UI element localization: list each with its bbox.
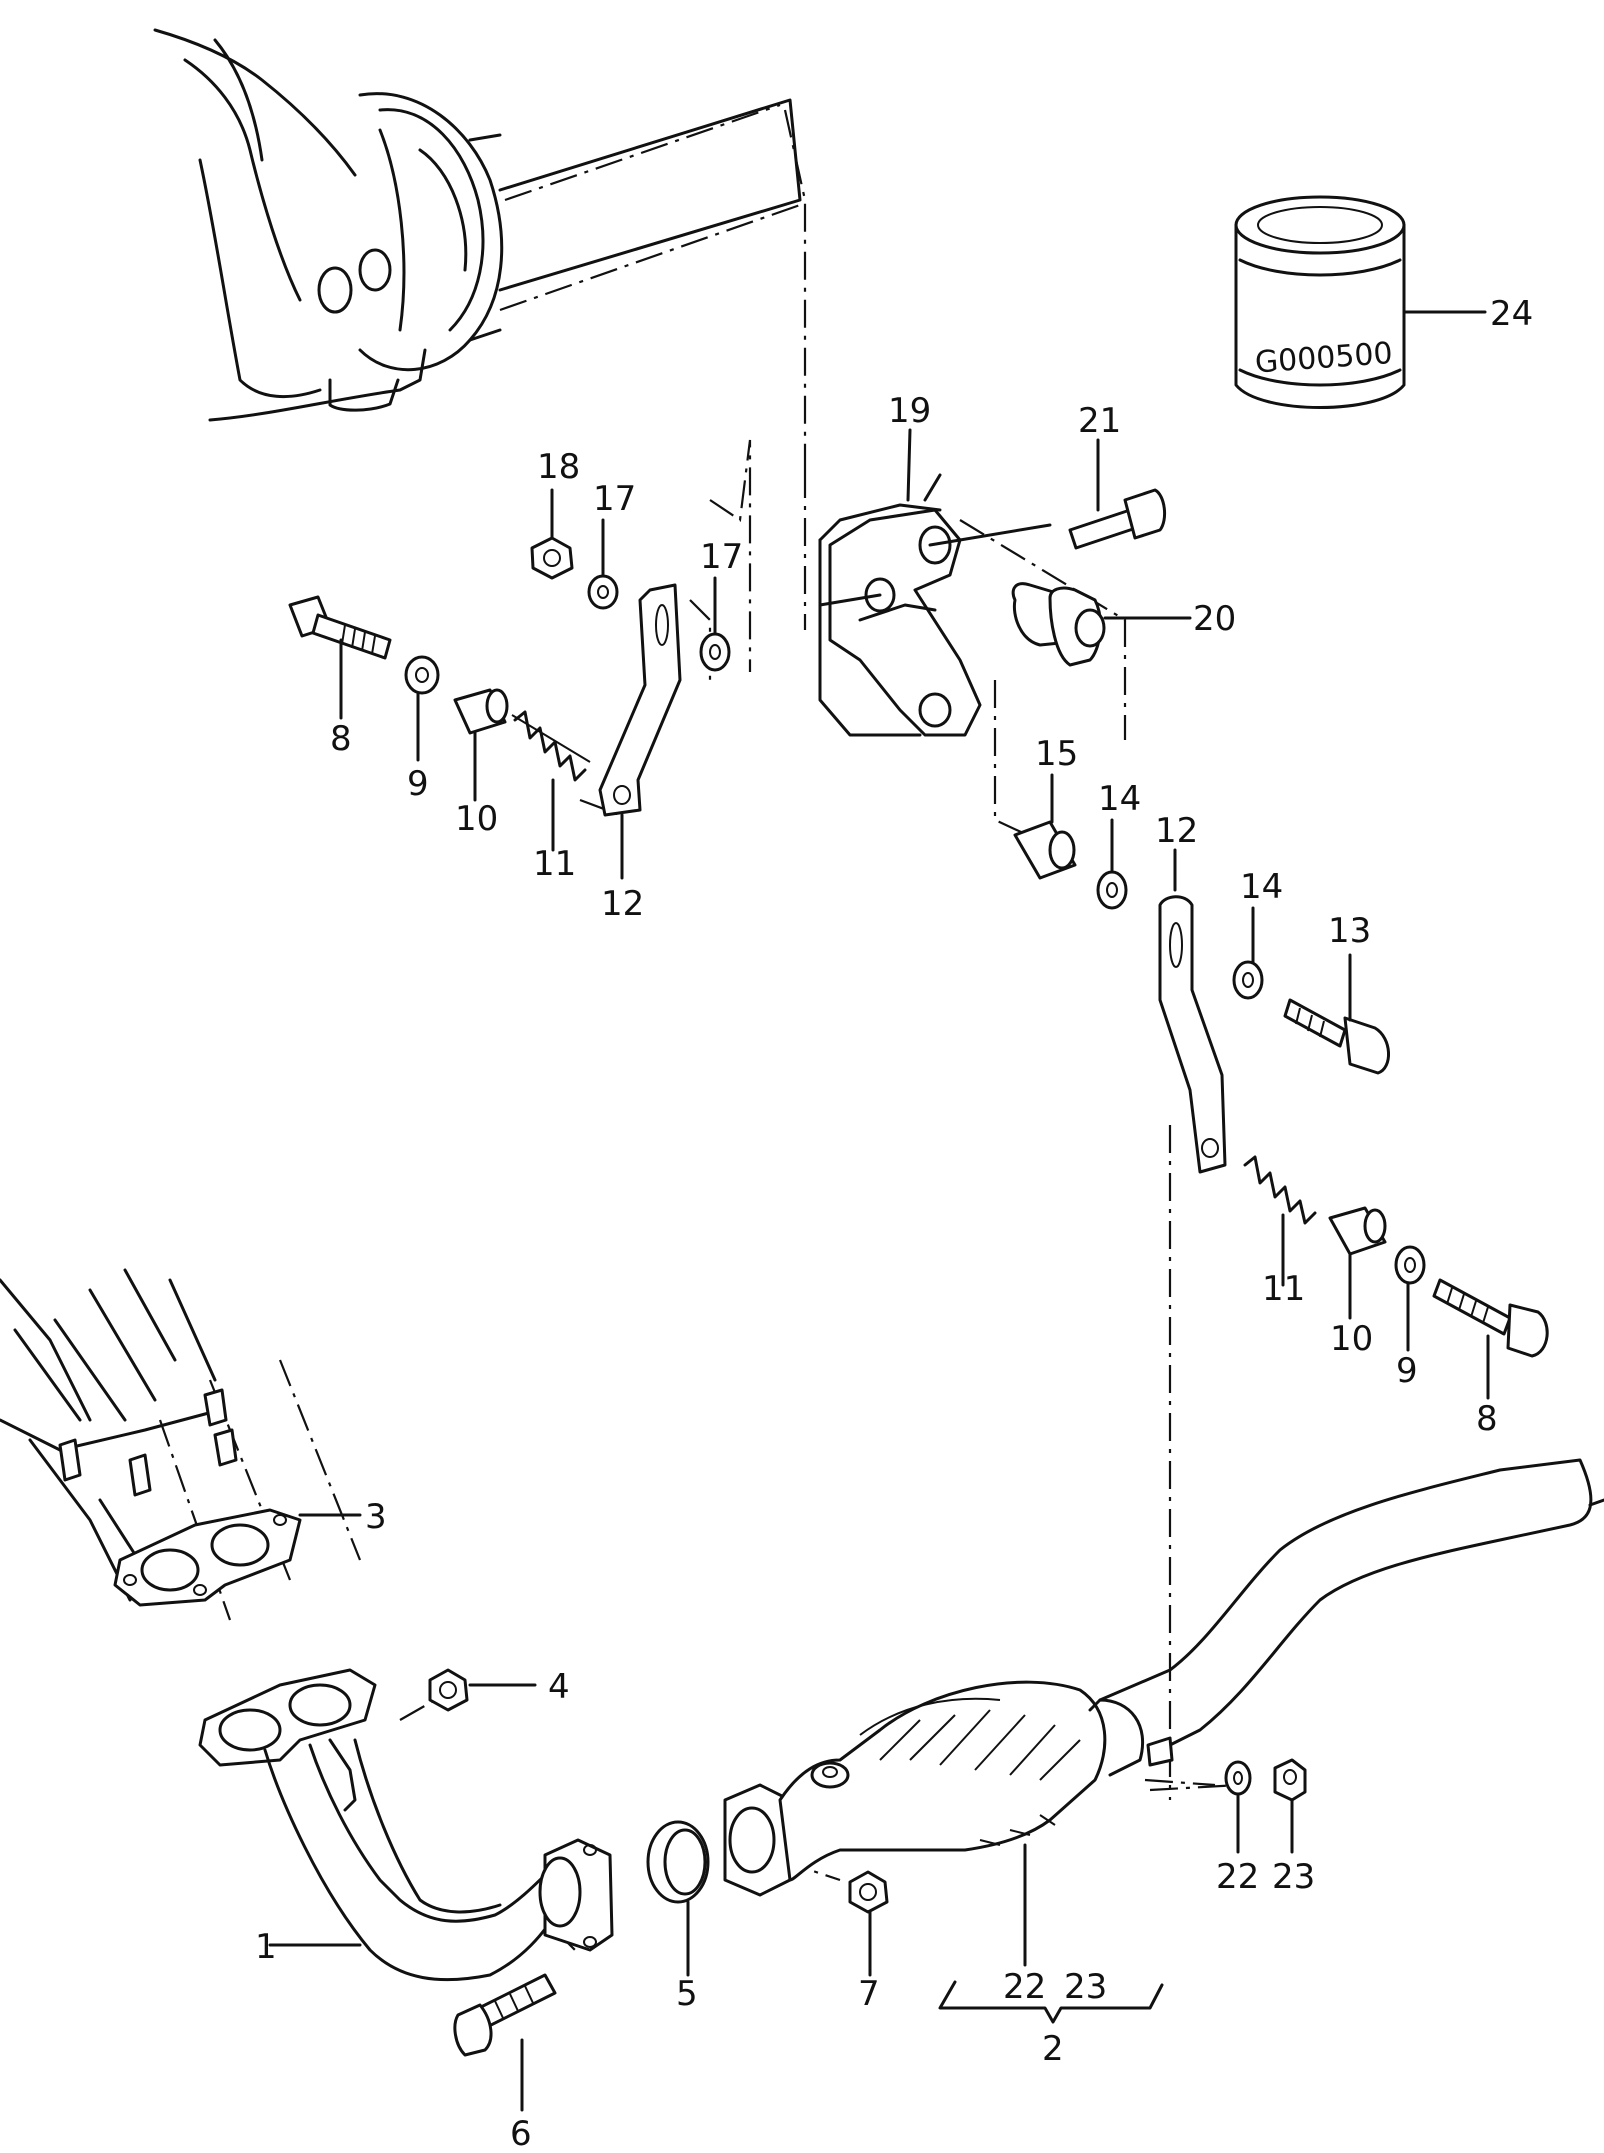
callout-4: 4 [548, 1667, 570, 1707]
part-11-spring-left [511, 710, 591, 782]
callout-13: 13 [1328, 911, 1371, 951]
part-17-washer-lower [699, 632, 731, 672]
part-22-washer [1224, 1760, 1252, 1796]
part-9-washer-left [404, 655, 440, 695]
callout-12a: 12 [601, 884, 644, 924]
part-10-spacer-left [453, 688, 509, 735]
part-20-rubber-bushing [1011, 582, 1106, 667]
callout-10a: 10 [455, 799, 498, 839]
callout-14a: 14 [1098, 779, 1141, 819]
callout-14b: 14 [1240, 867, 1283, 907]
part-2-catalytic-converter [723, 1458, 1604, 1897]
part-24-stamp: G000500 [1254, 336, 1394, 381]
callout-9b: 9 [1396, 1351, 1418, 1391]
callout-22b: 22 [1003, 1967, 1046, 2007]
part-6-bolt [453, 1973, 557, 2057]
part-10-spacer-right [1328, 1206, 1387, 1256]
part-9-washer-right [1394, 1245, 1426, 1285]
callout-17b: 17 [700, 537, 743, 577]
part-23-nut [1273, 1758, 1307, 1802]
part-5-sealing-ring [646, 1820, 710, 1904]
part-1-front-pipe [198, 1668, 614, 1982]
callout-5: 5 [676, 1974, 698, 2014]
part-8-bolt-left [288, 595, 392, 660]
callout-12b: 12 [1155, 811, 1198, 851]
callout-23a: 23 [1272, 1857, 1315, 1897]
part-14-washer-right [1232, 960, 1264, 1000]
part-13-bolt [1283, 998, 1391, 1075]
part-8-bolt-right [1432, 1278, 1549, 1358]
callout-22a: 22 [1216, 1857, 1259, 1897]
callout-17a: 17 [593, 479, 636, 519]
callout-19: 19 [888, 391, 931, 431]
part-12-strap-right [1158, 895, 1227, 1174]
part-11-spring-right [1243, 1155, 1317, 1225]
callout-18: 18 [537, 447, 580, 487]
callout-3: 3 [365, 1497, 387, 1537]
assembly-lines [158, 103, 1241, 1952]
callout-10b: 10 [1330, 1319, 1373, 1359]
part-17-washer-upper [587, 574, 619, 610]
callout-23b: 23 [1064, 1967, 1107, 2007]
callout-6: 6 [510, 2114, 532, 2153]
callout-21: 21 [1078, 401, 1121, 441]
part-21-bolt [1068, 488, 1167, 550]
part-12-strap-left [598, 583, 682, 817]
part-15-spacer [1013, 820, 1077, 880]
callout-20: 20 [1193, 599, 1236, 639]
transmission-housing [153, 28, 802, 422]
part-7-nut [848, 1870, 889, 1914]
callout-2: 2 [1042, 2029, 1064, 2069]
part-4-nut [428, 1668, 469, 1712]
part-19-bracket [818, 473, 1052, 737]
callout-15: 15 [1035, 734, 1078, 774]
callout-24: 24 [1490, 294, 1533, 334]
part-14-washer-left [1096, 870, 1128, 910]
callout-11a: 11 [533, 844, 576, 884]
part-18-nut [530, 536, 574, 580]
callout-7: 7 [858, 1974, 880, 2014]
callout-8b: 8 [1476, 1399, 1498, 1439]
callout-11b: 11 [1262, 1269, 1305, 1309]
callout-1: 1 [255, 1927, 277, 1967]
part-3-gasket [113, 1508, 302, 1607]
callout-8a: 8 [330, 719, 352, 759]
part-24-bushing [1234, 195, 1406, 409]
group-bracket [938, 1980, 1164, 2024]
callout-9a: 9 [407, 764, 429, 804]
